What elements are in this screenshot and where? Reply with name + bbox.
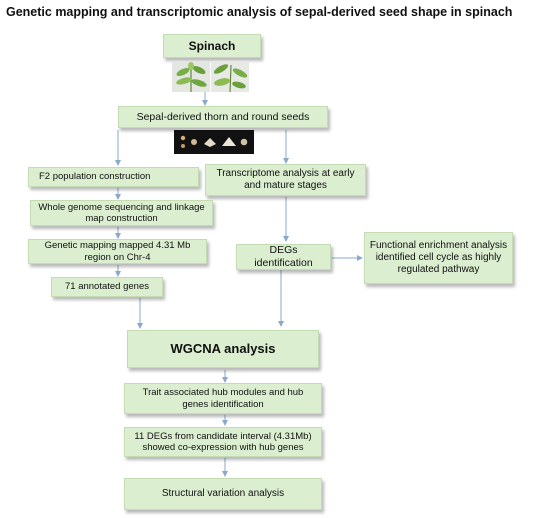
wgcna-box: WGCNA analysis: [127, 330, 319, 368]
transcriptome-box: Transcriptome analysis at early and matu…: [205, 164, 366, 196]
wgs-linkage-box: Whole genome sequencing and linkage map …: [30, 200, 213, 226]
degs-identification-box: DEGs identification: [236, 244, 331, 270]
genetic-mapping-box: Genetic mapping mapped 4.31 Mb region on…: [28, 239, 207, 264]
candidate-degs-box: 11 DEGs from candidate interval (4.31Mb)…: [124, 427, 322, 457]
functional-enrichment-box: Functional enrichment analysis identifie…: [364, 232, 513, 284]
seed-photos: [174, 130, 254, 154]
f2-population-box: F2 population construction: [28, 167, 199, 187]
figure-title: Genetic mapping and transcriptomic analy…: [6, 5, 513, 19]
spinach-box: Spinach: [163, 34, 261, 58]
spinach-plant-photo-right: [211, 61, 249, 92]
annotated-genes-box: 71 annotated genes: [51, 277, 163, 297]
structural-variation-box: Structural variation analysis: [124, 478, 322, 510]
sepal-seeds-box: Sepal-derived thorn and round seeds: [118, 106, 328, 128]
hub-modules-box: Trait associated hub modules and hub gen…: [124, 383, 322, 414]
spinach-plant-photo-left: [172, 61, 210, 92]
